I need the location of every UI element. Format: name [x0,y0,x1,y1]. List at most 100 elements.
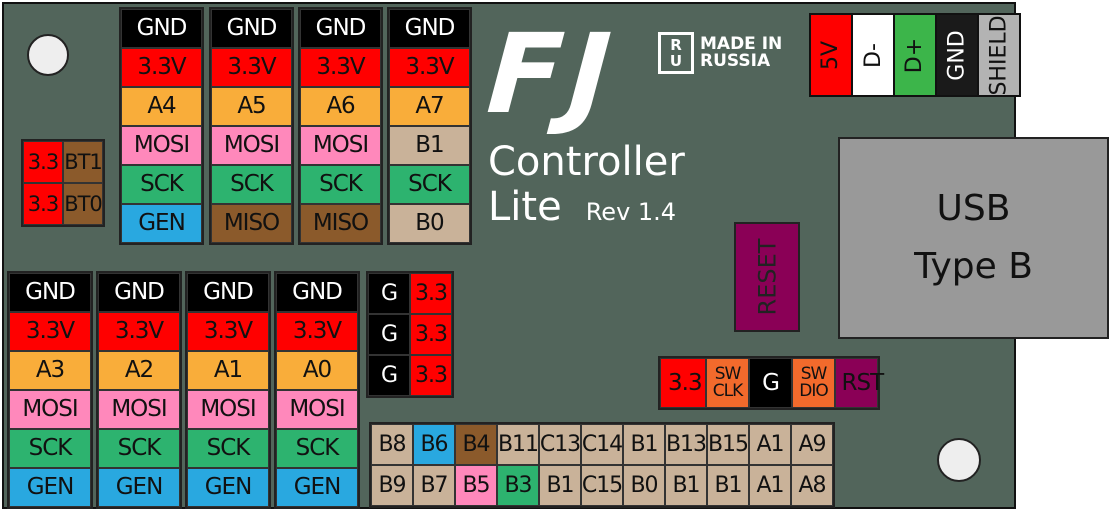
pin-label: RST [841,369,885,396]
pin-a5: A5 [211,87,292,126]
pin-a3: A3 [9,351,91,390]
pin-b7: B7 [413,465,455,506]
pin-c14: C14 [581,424,623,465]
pin-3-3v: 3.3V [98,312,180,351]
reset-button[interactable]: RESET [734,222,800,332]
pin-c13: C13 [539,424,581,465]
logo: FJ Controller Lite Rev 1.4 [484,10,685,230]
usb-pin-dplus: D+ [895,15,937,95]
pin-3-3v: 3.3V [389,48,470,87]
pin-label: GND [315,15,367,41]
pin-a6: A6 [300,87,381,126]
pin-label: MOSI [200,396,256,422]
pin-label: GND [136,15,188,41]
pin-gnd: GND [211,9,292,48]
usb-pin-label: GND [944,29,970,81]
pin-label: MOSI [133,132,190,158]
pin-3-3v: 3.3V [187,312,269,351]
pin-label: MOSI [223,132,280,158]
pin-b1: B1 [539,465,581,506]
usb-pin-label: SHIELD [986,14,1012,96]
pin-label: SCK [206,435,251,461]
pin-label: SCK [230,171,274,197]
pin-label: BT1 [64,149,103,174]
pin-a7: A7 [389,87,470,126]
pin-label: 3.3V [316,54,365,80]
pin-label: B0 [630,472,658,498]
pin-b1: B1 [665,465,707,506]
mounting-hole [937,438,981,482]
pin-gen: GEN [121,204,202,243]
pin-label: 3.3V [292,318,342,344]
pin-sck: SCK [276,429,358,468]
pin-b1: B1 [707,465,749,506]
pin-label: C14 [581,431,623,457]
pin-b1: B1 [623,424,665,465]
pin-label: 3.3V [25,318,75,344]
pin-label: A4 [147,93,176,119]
pin-rst: RST [835,358,885,408]
pin-bt1: BT1 [63,141,103,183]
usb-type-label: Type B [914,246,1033,287]
pin-sck: SCK [211,165,292,204]
pin-label: A1 [756,472,784,498]
pin-label: G [380,321,398,347]
pin-label: MOSI [111,396,167,422]
pin-label: BT0 [64,191,103,216]
pin-gnd: GND [9,273,91,312]
pin-label: GEN [293,474,342,500]
pin-b4: B4 [455,424,497,465]
pin-label: B1 [714,472,742,498]
pin-label: G [380,280,398,306]
pin-label: 3.3 [668,369,703,396]
pin-label: G [380,362,398,388]
usb-pin-label: D+ [902,37,928,73]
pin-3-3: 3.3 [410,314,452,355]
usb-label: USB [936,188,1011,229]
pin-a0: A0 [276,351,358,390]
pin-label: SCK [408,171,452,197]
usb-pin-gnd: GND [937,15,979,95]
usb-pin-label: 5V [818,40,844,70]
pin-label: B13 [665,431,707,457]
pin-sck: SCK [187,429,269,468]
pin-label: GND [292,279,343,305]
pin-a8: A8 [791,465,833,506]
pin-b1: B1 [389,126,470,165]
pin-label: B11 [497,431,539,457]
pin-bt0: BT0 [63,183,103,225]
pin-mosi: MOSI [300,126,381,165]
pin-label: MISO [312,210,369,236]
pin-gen: GEN [276,468,358,507]
pin-gnd: GND [276,273,358,312]
pin-label: G [762,369,780,396]
pin-label: C13 [539,431,581,457]
pin-mosi: MOSI [121,126,202,165]
pin-gnd: GND [389,9,470,48]
pin-a9: A9 [791,424,833,465]
pin-label: A3 [35,357,65,383]
pin-a1: A1 [187,351,269,390]
pin-label: B8 [378,431,406,457]
pin-gen: GEN [98,468,180,507]
pin-sck: SCK [9,429,91,468]
usb-pin-5v: 5V [811,15,853,95]
pin-label: GND [114,279,165,305]
pin-label: GEN [115,474,164,500]
pin-sck: SCK [389,165,470,204]
pin-label: MOSI [289,396,345,422]
pin-g: G [368,314,410,355]
pin-label: MISO [223,210,280,236]
pin-3-3: 3.3 [23,183,63,225]
pin-label: 3.3V [227,54,276,80]
pin-label: A1 [213,357,243,383]
pin-label: B9 [378,472,406,498]
product-name: Controller [488,139,685,185]
mounting-hole [27,34,69,76]
